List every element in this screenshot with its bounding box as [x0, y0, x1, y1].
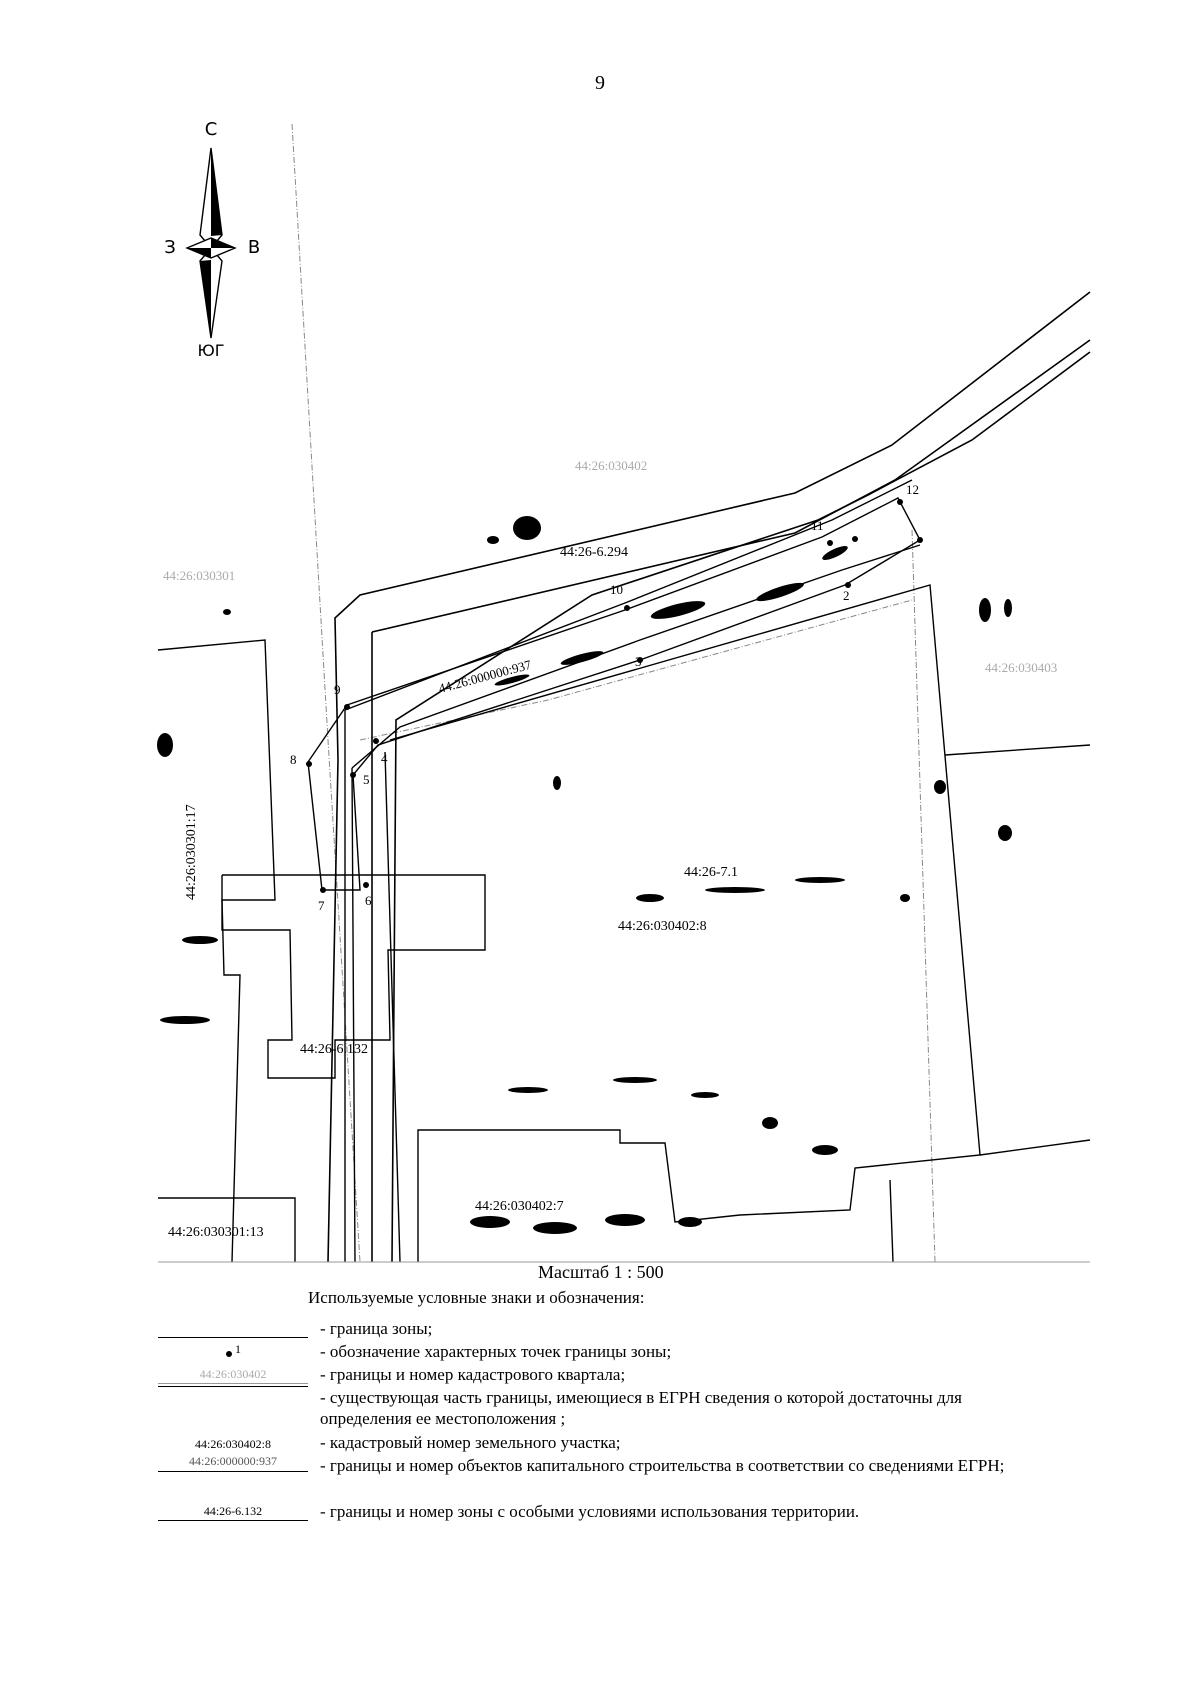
point-label-2: 2 [843, 588, 850, 603]
legend-item-special-zone: 44:26-6.132 - границы и номер зоны с осо… [158, 1501, 1058, 1525]
legend-item-parcel-number: 44:26:030402:8 - кадастровый номер земел… [158, 1432, 1058, 1456]
legend-text: - существующая часть границы, имеющиеся … [320, 1388, 962, 1428]
quarter-label-right: 44:26:030403 [985, 660, 1057, 675]
parcel-label-13: 44:26:030301:13 [168, 1225, 264, 1240]
legend-text: - границы и номер объектов капитального … [320, 1456, 1005, 1475]
point-label-6: 6 [365, 893, 372, 908]
compass-west-label: З [164, 237, 176, 258]
zone-label-6-294: 44:26-6.294 [560, 545, 628, 560]
building-937-boundary [344, 479, 921, 1263]
legend-item-existing-boundary: - существующая часть границы, имеющиеся … [158, 1386, 1058, 1433]
quarter-label-left: 44:26:030301 [163, 568, 235, 583]
legend-symbol-line-existing [158, 1367, 308, 1391]
point-label-11: 11 [811, 518, 824, 533]
legend-item-building: 44:26:000000:937 - границы и номер объек… [158, 1454, 1058, 1501]
compass-south-label: ЮГ [197, 341, 224, 360]
legend-text: - границы и номер зоны с особыми условия… [320, 1502, 860, 1521]
quarter-boundaries [291, 123, 936, 1263]
point-label-3: 3 [635, 654, 642, 669]
parcel-label-7: 44:26:030402:7 [475, 1199, 564, 1214]
point-label-7: 7 [318, 898, 325, 913]
compass-east-label: В [248, 237, 260, 258]
legend-symbol-zone: 44:26-6.132 [158, 1501, 308, 1525]
page-number: 9 [595, 72, 605, 94]
legend-item-zone-boundary: - граница зоны; [158, 1318, 1058, 1342]
left-parcels [157, 639, 1091, 1263]
vegetation-marks [157, 516, 1012, 1234]
point-label-12: 12 [906, 482, 919, 497]
parcel-label-8: 44:26:030402:8 [618, 919, 707, 934]
quarter-label-top: 44:26:030402 [575, 458, 647, 473]
point-label-5: 5 [363, 772, 370, 787]
legend-text: - границы и номер кадастрового квартала; [320, 1365, 626, 1384]
legend-symbol-parcel: 44:26:030402:8 [194, 1437, 271, 1451]
point-label-8: 8 [290, 752, 297, 767]
scale-label: Масштаб 1 : 500 [538, 1262, 664, 1282]
zone-label-6-132: 44:26-6.132 [300, 1042, 368, 1057]
point-label-10: 10 [610, 582, 623, 597]
compass-north-label: С [205, 119, 218, 140]
legend-text: - кадастровый номер земельного участка; [320, 1433, 621, 1452]
legend-symbol-line [158, 1318, 308, 1342]
parcel-label-17: 44:26:030301:17 [184, 804, 199, 900]
boundary-points: 2 3 4 5 6 7 8 9 10 11 12 [290, 482, 923, 913]
point-label-4: 4 [381, 751, 388, 766]
point-label-9: 9 [334, 682, 341, 697]
parcel-8-boundary [384, 584, 981, 1263]
zone-label-7-1: 44:26-7.1 [684, 865, 738, 880]
legend-text: - граница зоны; [320, 1319, 433, 1338]
legend-symbol-point: 1 [158, 1341, 308, 1365]
compass-rose: С ЮГ З В [164, 119, 260, 360]
legend-symbol-quarter: 44:26:030402 [158, 1364, 308, 1388]
map-labels: 44:26:030402 44:26:030301 44:26:030403 4… [163, 458, 1057, 1240]
legend-symbol-building: 44:26:000000:937 [158, 1454, 308, 1479]
legend-title: Используемые условные знаки и обозначени… [308, 1288, 645, 1307]
zone-6-294-boundary [327, 291, 1091, 1263]
legend-item-quarter: 44:26:030402 - границы и номер кадастров… [158, 1364, 1058, 1388]
cadastral-map: С ЮГ З В [157, 119, 1091, 1263]
legend-item-points: 1 - обозначение характерных точек границ… [158, 1341, 1058, 1365]
legend-text: - обозначение характерных точек границы … [320, 1342, 672, 1361]
